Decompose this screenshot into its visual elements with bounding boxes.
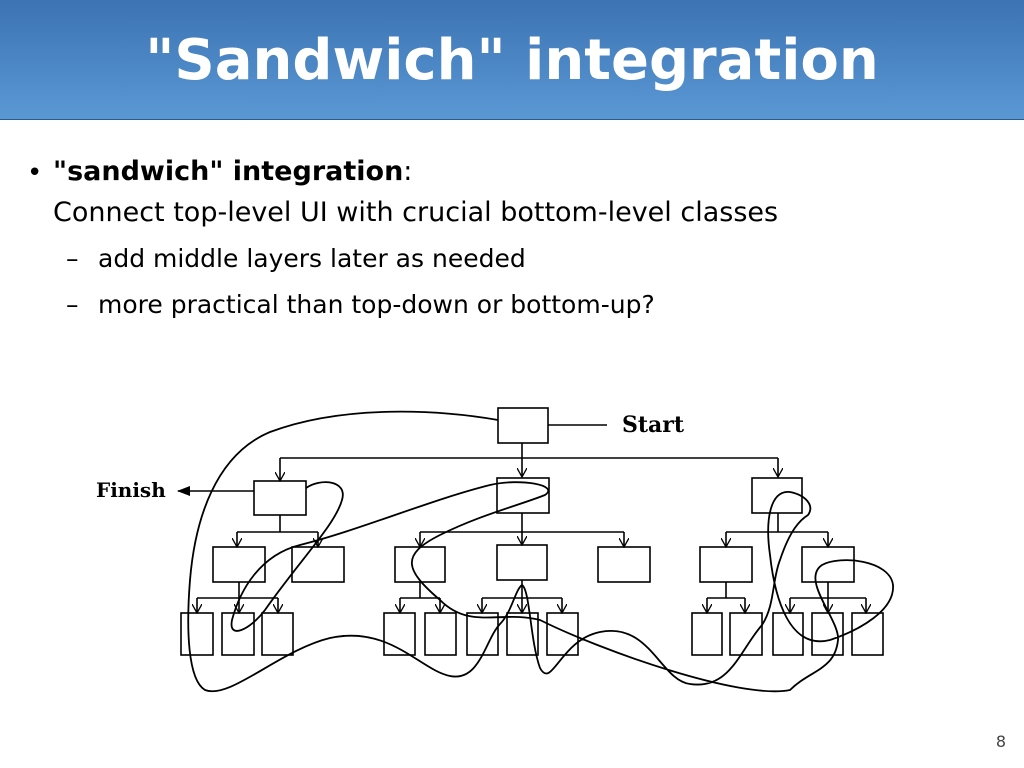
- slide-title: "Sandwich" integration: [145, 28, 879, 93]
- subitem-text: add middle layers later as needed: [98, 244, 526, 273]
- bullet-bold-text: "sandwich" integration: [53, 156, 404, 187]
- leaf-box: [811, 612, 844, 656]
- leaf-box: [506, 612, 539, 656]
- level2-box: [291, 546, 345, 583]
- level2-box: [597, 546, 651, 583]
- leaf-box: [772, 612, 804, 656]
- subitem-dash: –: [66, 290, 79, 319]
- page-number: 8: [995, 732, 1006, 751]
- leaf-box: [729, 612, 763, 656]
- bullet-description: Connect top-level UI with crucial bottom…: [53, 197, 779, 228]
- integration-order-curve: [187, 410, 894, 693]
- leaf-box: [424, 612, 457, 656]
- bullet-colon: :: [403, 156, 413, 187]
- level2-box: [212, 546, 266, 583]
- title-bar: "Sandwich" integration: [0, 0, 1024, 120]
- level1-box-left: [253, 480, 307, 516]
- leaf-box: [546, 612, 579, 656]
- bullet-heading: "sandwich" integration:: [53, 156, 412, 188]
- leaf-box: [691, 612, 723, 656]
- top-level-box: [497, 407, 549, 444]
- leaf-box: [261, 612, 294, 656]
- bullet-marker: •: [27, 158, 43, 188]
- leaf-box: [180, 612, 214, 656]
- subitem-dash: –: [66, 244, 79, 273]
- leaf-box: [851, 612, 884, 656]
- subitem-text: more practical than top-down or bottom-u…: [98, 290, 655, 319]
- leaf-box: [221, 612, 255, 656]
- finish-label: Finish: [96, 478, 166, 502]
- level1-box-middle: [496, 477, 550, 514]
- start-label: Start: [622, 412, 685, 438]
- level2-box: [394, 546, 446, 583]
- level2-box: [496, 544, 548, 581]
- level2-box: [801, 546, 855, 583]
- leaf-box: [383, 612, 416, 656]
- level2-box: [699, 546, 753, 583]
